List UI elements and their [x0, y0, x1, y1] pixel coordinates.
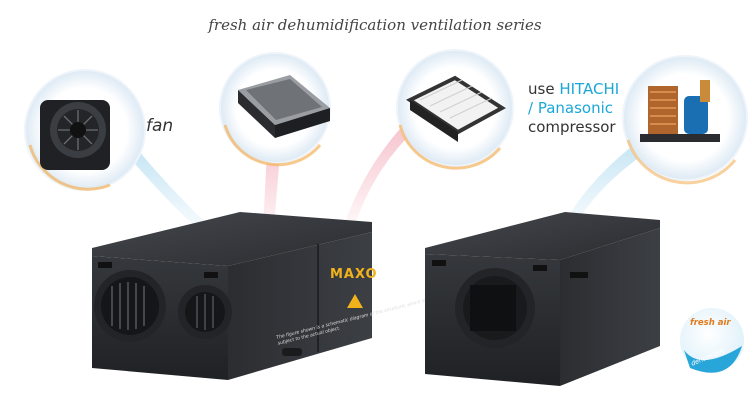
filter-beam-2 [340, 118, 420, 240]
left-unit [92, 212, 372, 380]
right-unit [425, 212, 660, 386]
compressor-prefix: use [528, 80, 560, 98]
fresh-air-badge [680, 308, 744, 373]
filter-callout-icon-2 [396, 49, 514, 170]
compressor-label: use HITACHI / Panasonic compressor [528, 80, 619, 137]
warning-icon [347, 294, 363, 308]
filter-callout-icon [219, 52, 331, 167]
fan-label: fan [146, 116, 174, 136]
unit-brand-mark: MAXO [330, 267, 378, 282]
compressor-brand-hitachi: HITACHI [559, 80, 620, 98]
compressor-callout-icon [622, 55, 748, 185]
compressor-text: compressor [528, 118, 616, 136]
compressor-brand-panasonic: / Panasonic [528, 99, 613, 117]
fan-callout-icon [24, 69, 146, 191]
fan-beam [130, 150, 222, 240]
page-title: fresh air dehumidification ventilation s… [208, 16, 542, 34]
badge-top-text: fresh air [690, 318, 731, 328]
